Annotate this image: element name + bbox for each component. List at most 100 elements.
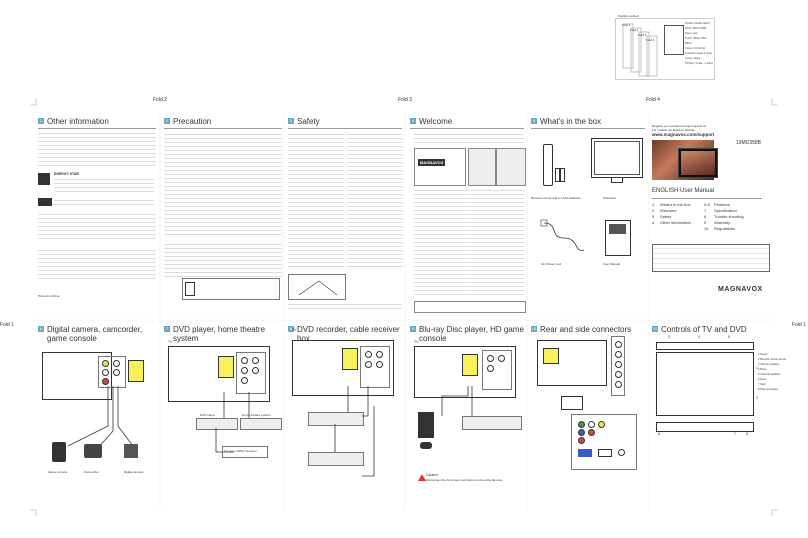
legend-item: 1 Power bbox=[758, 353, 768, 356]
yellow-jack bbox=[598, 421, 605, 428]
panel-whats-in-the-box: 5 What's in the box Remote control and 2… bbox=[531, 117, 651, 318]
trademark-text bbox=[38, 212, 156, 242]
welcome-box-left: MAGNAVOX bbox=[414, 148, 466, 186]
jack bbox=[618, 449, 625, 456]
spec-lines: Product Details NEXT Work: 00M771598 Pap… bbox=[685, 21, 713, 66]
section-title: Blu-ray Disc player, HD game console bbox=[419, 325, 524, 343]
section-title: Welcome bbox=[419, 117, 453, 126]
callout-8: 8 bbox=[746, 432, 748, 436]
legend-item: 3 Volume up/down bbox=[758, 363, 780, 366]
dvd-player-device bbox=[196, 418, 238, 430]
panel-welcome: 4 Welcome MAGNAVOX bbox=[410, 117, 530, 318]
jack bbox=[252, 357, 259, 364]
camcorder-image bbox=[84, 444, 102, 458]
digital-camera-label: Digital camera bbox=[124, 470, 144, 474]
register-line-2: For models not listed on website bbox=[652, 128, 696, 132]
rear-connector-panel bbox=[571, 414, 637, 470]
jack bbox=[615, 371, 622, 378]
panel-dvd-player: 7 DVD player, home theatre system TV DVD… bbox=[164, 325, 284, 506]
spec-line: Colour: 1C/4C/4C bbox=[685, 47, 706, 50]
white-jack bbox=[102, 369, 109, 376]
index-page: 9 bbox=[704, 220, 707, 225]
av-input-panel bbox=[342, 348, 358, 370]
remote-label: Remote control and 2 x AAA batteries bbox=[531, 196, 581, 200]
television-image bbox=[591, 138, 643, 178]
spec-line: Printing: 4-side - 4 sides bbox=[685, 62, 713, 65]
fold-marker-2: Fold 2 bbox=[153, 97, 167, 103]
tv-top-panel bbox=[656, 342, 754, 350]
digital-camera-image bbox=[124, 444, 138, 458]
panel-rear-side-connectors: 10 Rear and side connectors bbox=[531, 325, 651, 506]
cables bbox=[441, 386, 473, 416]
fold-marker-1-left: Fold 1 bbox=[0, 322, 14, 328]
legend-item: 4 Menu bbox=[758, 368, 767, 371]
cables bbox=[334, 386, 375, 477]
jack bbox=[376, 351, 383, 358]
game-controller-icon bbox=[420, 442, 432, 449]
section-number-badge: 7 bbox=[164, 326, 170, 332]
fold-marker-4: Fold 4 bbox=[646, 97, 660, 103]
cover-tv-image bbox=[678, 148, 718, 178]
section-title: Controls of TV and DVD bbox=[661, 325, 747, 334]
jack-panel bbox=[98, 356, 126, 388]
section-number-badge: 10 bbox=[531, 326, 537, 332]
index-label: Safety bbox=[660, 214, 672, 219]
index-num: 2 bbox=[652, 208, 655, 213]
printed-in-label: Printed in China bbox=[38, 294, 60, 298]
fold-label-1: Fold 1 bbox=[622, 23, 631, 27]
spec-line: Paper size: bbox=[685, 32, 698, 35]
legend-item: 5 Channel up/down bbox=[758, 373, 781, 376]
welcome-box-right-1 bbox=[468, 148, 496, 186]
av-input-panel bbox=[128, 360, 144, 382]
remote-control-image bbox=[543, 144, 553, 186]
jack bbox=[498, 355, 505, 362]
legend-item: 2 Remote control sensor bbox=[758, 358, 787, 361]
jack bbox=[365, 361, 372, 368]
legend-item: 7 Stop bbox=[758, 383, 766, 386]
section-number-badge: 6 bbox=[38, 326, 44, 332]
index-label: What's in the box bbox=[660, 202, 691, 207]
index-label2: Features bbox=[714, 202, 730, 207]
manual-title: ENGLISH User Manual bbox=[652, 188, 715, 194]
bluray-player-device bbox=[462, 416, 522, 430]
index-page: 5-6 bbox=[704, 202, 710, 207]
welcome-box-right-2 bbox=[496, 148, 526, 186]
support-url[interactable]: www.magnavox.com/support bbox=[652, 132, 715, 137]
cable-receiver-device bbox=[308, 452, 364, 466]
dvd-slot-panel bbox=[656, 422, 754, 432]
warning-icon bbox=[418, 474, 426, 481]
spec-line: Finish: 400/m 50% White bbox=[685, 37, 707, 45]
user-manual-image bbox=[605, 220, 631, 256]
hdmi-connector-box bbox=[222, 446, 268, 458]
callout-6: 6 bbox=[658, 432, 660, 436]
index-num: 4 bbox=[652, 220, 655, 225]
section-title: DVD recorder, cable receiver box bbox=[297, 325, 400, 343]
welcome-col-right bbox=[470, 188, 524, 298]
section-number-badge: 3 bbox=[288, 118, 294, 124]
jack bbox=[487, 365, 494, 372]
cover-tv-screen bbox=[681, 151, 715, 175]
cover-rule bbox=[652, 198, 762, 199]
section-number-badge: 11 bbox=[652, 326, 658, 332]
welcome-col-left bbox=[414, 188, 468, 298]
welcome-footer-box bbox=[414, 301, 526, 313]
panel-dvd-recorder: 8 DVD recorder, cable receiver box TV bbox=[288, 325, 408, 506]
precaution-text bbox=[164, 132, 282, 236]
user-manual-label: User Manual bbox=[603, 262, 621, 266]
title-rule bbox=[38, 128, 156, 129]
folding-label: Folding method bbox=[618, 14, 639, 18]
spec-line: Colour: black bbox=[685, 57, 701, 60]
section-title: Rear and side connectors bbox=[540, 325, 632, 334]
index-label: Other information bbox=[660, 220, 691, 225]
panel-safety: 3 Safety bbox=[288, 117, 408, 318]
dvd-player-label: DVD player bbox=[200, 413, 216, 417]
cover-info-box bbox=[652, 244, 770, 272]
tv-stand bbox=[611, 177, 623, 183]
safety-diagram-box bbox=[288, 274, 346, 300]
home-theatre-device bbox=[240, 418, 282, 430]
tv-label: TV bbox=[414, 340, 419, 344]
pixel-text bbox=[38, 248, 156, 282]
game-console-label: Game console bbox=[48, 470, 68, 474]
index-page: 10 bbox=[704, 226, 709, 231]
callout-7: 7 bbox=[734, 432, 736, 436]
